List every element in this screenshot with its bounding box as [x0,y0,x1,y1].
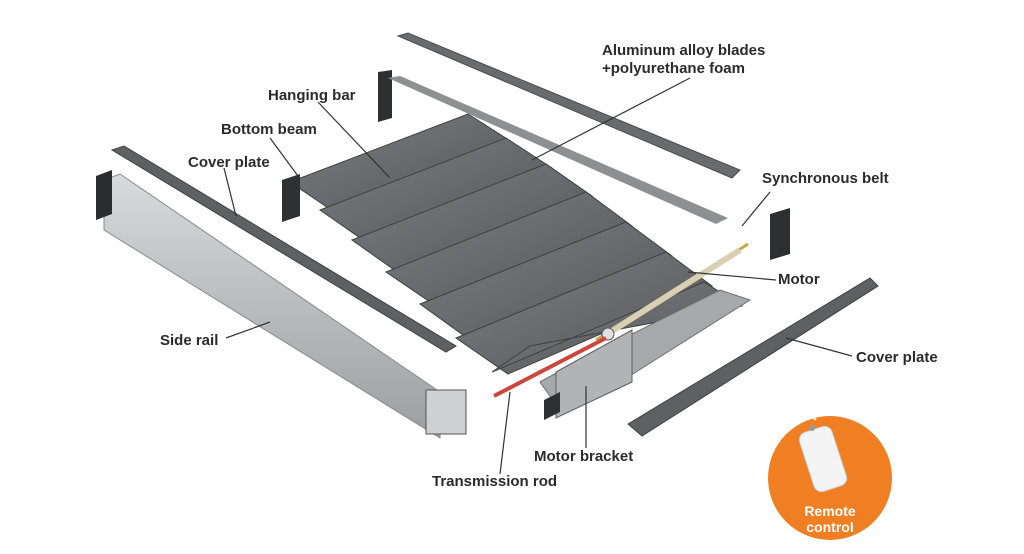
label-aluminum-blades: Aluminum alloy blades +polyurethane foam [602,42,765,78]
transmission-rod [493,336,607,398]
top-cover-plate [396,32,741,179]
blade [454,251,713,375]
badge-control-text: control [806,519,854,535]
leader-bottom [269,137,299,177]
label-cover-plate-left: Cover plate [188,154,270,171]
label-hanging-bar: Hanging bar [268,87,356,104]
leader-cover-right [785,337,853,357]
label-side-rail: Side rail [160,332,219,349]
back-rail [378,70,392,122]
label-motor-bracket: Motor bracket [534,448,634,465]
side-rail-end [96,170,112,220]
leader-siderail [225,321,271,339]
leader-motor [687,271,777,281]
badge-remote-text: Remote [804,503,856,519]
label-cover-plate-right: Cover plate [856,349,938,366]
motor-shaft [602,247,742,339]
leader-lines [223,77,853,475]
leader-sync [741,191,771,227]
leader-aluminum [531,77,691,161]
label-bottom-beam: Bottom beam [221,121,317,138]
label-aluminum-line2: +polyurethane foam [602,60,745,77]
label-synchronous-belt: Synchronous belt [762,170,889,187]
label-transmission-rod: Transmission rod [432,473,558,490]
left-cover-plate [110,145,457,353]
side-rail-bracket [425,389,467,435]
back-frame [388,76,728,224]
right-cover-plate [627,277,879,437]
label-aluminum-line1: Aluminum alloy blades [602,42,766,59]
motor-bracket-base [544,392,560,420]
label-motor: Motor [778,271,820,288]
remote-icon [798,415,848,493]
leader-hanging [317,101,391,179]
bottom-beam [282,174,300,222]
louvre-blades [288,113,744,375]
leader-cover-left [223,167,237,217]
right-end-cap [770,208,790,260]
leader-rod [499,391,511,475]
